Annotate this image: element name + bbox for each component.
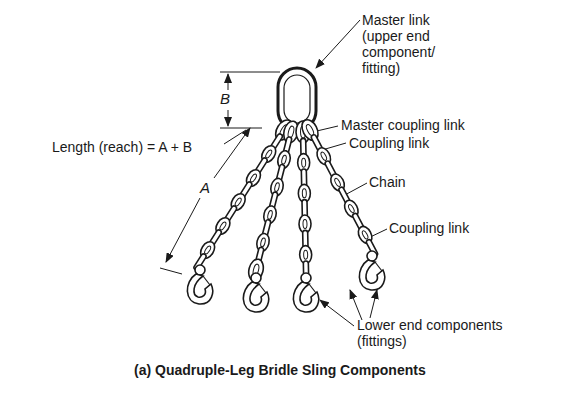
chain-link [247, 258, 266, 283]
hook [359, 260, 384, 290]
chain-link-hole [303, 219, 307, 228]
chain-link-hole [265, 149, 273, 159]
dimension-label: Length (reach) = A + B [52, 139, 192, 155]
hook-latch [309, 284, 316, 293]
chain-link-hole [281, 155, 287, 165]
chain-link-hole [249, 173, 257, 183]
caption: (a) Quadruple-Leg Bridle Sling Component… [134, 362, 426, 378]
hook-latch [375, 262, 382, 271]
dimension-line [166, 198, 200, 262]
chain-link-hole [274, 182, 280, 192]
hook [187, 274, 212, 304]
dimension-line [228, 74, 229, 90]
leader-line [224, 130, 246, 144]
part-label: Coupling link [349, 135, 429, 151]
chain-link-hole [234, 197, 242, 207]
leader-line [370, 290, 377, 318]
hook [243, 282, 268, 312]
part-label: Chain [369, 174, 406, 190]
chain-link-hole [347, 204, 355, 214]
extension-line [220, 128, 262, 129]
hook-latch [259, 284, 266, 293]
chain-link-hole [204, 245, 212, 255]
extension-line [160, 268, 182, 274]
chain-link-hole [320, 151, 328, 161]
extension-line [220, 72, 280, 73]
master-link-inner [284, 75, 310, 123]
leader-line [320, 300, 354, 326]
chain-link-hole [304, 250, 308, 259]
part-label: Lower end components (fittings) [357, 317, 529, 349]
chain-link-hole [219, 221, 227, 231]
chain-link-hole [302, 158, 306, 167]
hook-latch [203, 276, 210, 285]
chain-link-hole [334, 178, 342, 188]
chain-link-hole [302, 189, 306, 198]
dimension-line [214, 128, 250, 178]
part-label: Coupling link [389, 220, 469, 236]
leader-line [316, 20, 360, 68]
chain-link-hole [267, 210, 273, 220]
chain-link-hole [260, 238, 266, 248]
dimension-letter: B [219, 91, 231, 107]
part-label: Master coupling link [341, 117, 465, 133]
leader-line [350, 290, 362, 320]
chain-link-hole [361, 230, 369, 240]
hook [293, 282, 318, 312]
dimension-line [228, 110, 229, 126]
part-label: Master link (upper end component/ fittin… [362, 12, 462, 76]
dimension-letter: A [199, 180, 211, 196]
